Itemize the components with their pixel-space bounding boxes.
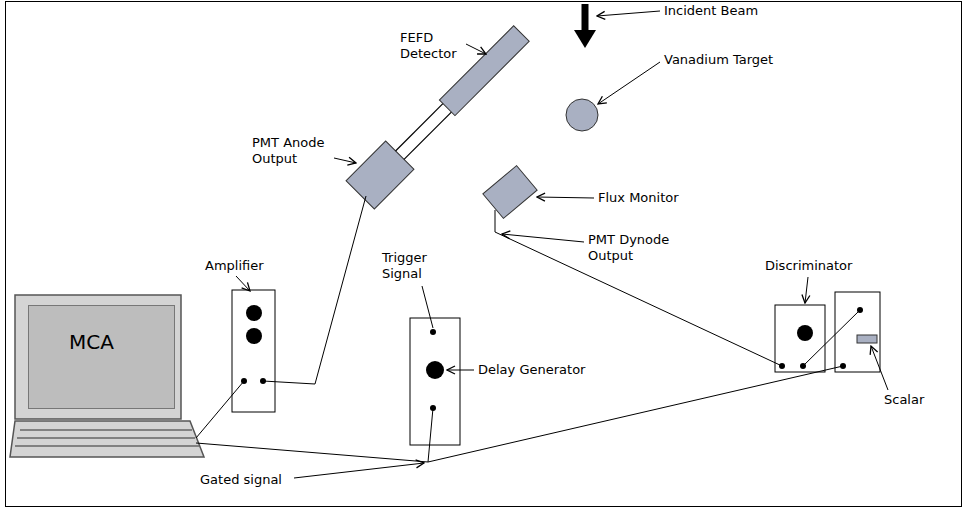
discriminator-module <box>775 305 825 372</box>
signal-label: Trigger Signal <box>382 250 442 282</box>
detector-label: FEFD Detector <box>400 30 464 62</box>
module-label: Delay Generator <box>478 362 585 378</box>
frame <box>6 2 962 507</box>
wires <box>196 196 860 462</box>
module-label: Amplifier <box>205 258 264 274</box>
beam-head <box>574 30 596 48</box>
signal-label: Gated signal <box>200 472 282 488</box>
leader-arrows <box>236 11 888 478</box>
target-label: Vanadium Target <box>664 52 773 68</box>
module-label: Discriminator <box>765 258 852 274</box>
laptop <box>10 295 204 457</box>
flux-monitor <box>483 166 537 219</box>
beam-label: Incident Beam <box>664 3 758 19</box>
monitor-label: Flux Monitor <box>598 190 679 206</box>
mca-screen: MCA <box>28 305 175 409</box>
module-label: Scalar <box>884 392 924 408</box>
delay-generator-module <box>410 318 460 445</box>
screen-text: MCA <box>69 330 174 354</box>
scalar-module <box>835 292 880 372</box>
output-label: PMT Anode Output <box>252 135 332 167</box>
output-label: PMT Dynode Output <box>588 232 676 264</box>
beam-shaft <box>582 4 589 32</box>
vanadium-target <box>566 99 598 131</box>
amplifier-module <box>232 290 275 412</box>
